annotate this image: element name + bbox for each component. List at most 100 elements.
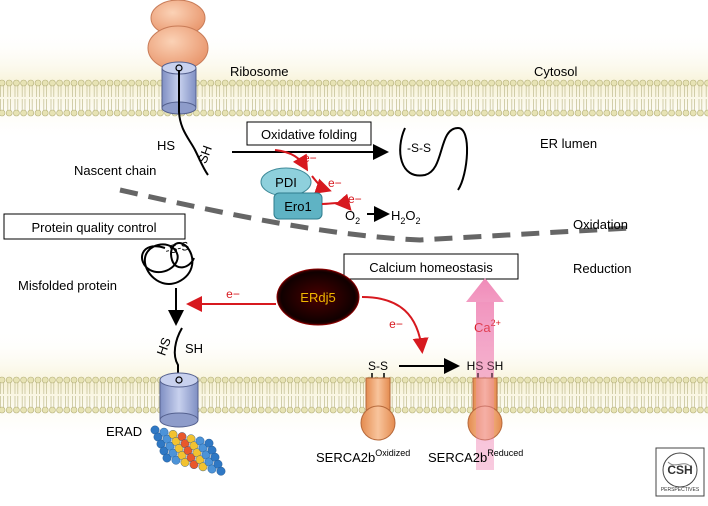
reduction-label: Reduction (573, 261, 632, 276)
lipid-head (466, 79, 474, 87)
lipid-head (668, 376, 675, 384)
lipid-head (85, 109, 92, 117)
erdj5-label: ERdj5 (300, 290, 335, 305)
protein-quality-control-label: Protein quality control (31, 220, 156, 235)
lipid-head (121, 376, 128, 384)
lipid-head (553, 406, 560, 414)
lipid-head (272, 79, 279, 87)
lipid-head (344, 109, 351, 117)
lipid-head (250, 79, 258, 87)
proteasome-subunit (198, 462, 208, 472)
lipid-head (70, 79, 78, 87)
lipid-head (394, 109, 402, 117)
lipid-head (13, 376, 20, 384)
serca-oxidized-label: SERCA2bOxidized (316, 448, 410, 465)
csh-perspectives-logo: CSH PERSPECTIVES (655, 447, 705, 497)
lipid-head (589, 109, 596, 117)
h2o2-label: H2O2 (391, 208, 421, 226)
lipid-head (34, 109, 42, 117)
lipid-head (394, 406, 402, 414)
lipid-head (128, 376, 135, 384)
lipid-head (200, 406, 207, 414)
lipid-head (617, 376, 625, 384)
misfolded-protein-label: Misfolded protein (18, 278, 117, 293)
lipid-head (639, 376, 647, 384)
lipid-head (430, 376, 438, 384)
proteasome-subunit (171, 455, 181, 465)
lipid-head (49, 109, 56, 117)
lipid-head (250, 376, 258, 384)
proteasome-subunit (189, 460, 199, 469)
lipid-head (531, 406, 539, 414)
lipid-head (553, 79, 560, 87)
lipid-head (358, 109, 366, 117)
lipid-head (358, 376, 366, 384)
lipid-head (279, 79, 287, 87)
lipid-head (265, 376, 272, 384)
lipid-head (625, 406, 632, 414)
lipid-head (49, 79, 56, 87)
lipid-head (20, 376, 27, 384)
lipid-head (689, 79, 697, 87)
lipid-head (250, 406, 258, 414)
oxidative-folding-box (246, 121, 372, 146)
lipid-head (5, 376, 13, 384)
lipid-head (157, 109, 164, 117)
lipid-head (517, 79, 524, 87)
lipid-head (301, 376, 308, 384)
lipid-head (603, 406, 611, 414)
lipid-head (409, 109, 416, 117)
lipid-head (394, 376, 402, 384)
lipid-head (121, 406, 128, 414)
lipid-head (92, 109, 99, 117)
lipid-head (20, 79, 27, 87)
lipid-head (279, 376, 287, 384)
lipid-head (661, 406, 668, 414)
lipid-head (682, 109, 690, 117)
lipid-head (646, 376, 654, 384)
lipid-head (502, 79, 510, 87)
lipid-head (625, 376, 632, 384)
lipid-head (20, 109, 27, 117)
lipid-head (387, 79, 395, 87)
lipid-head (149, 79, 157, 87)
lipid-head (517, 406, 524, 414)
lipid-head (697, 376, 704, 384)
lipid-head (121, 79, 128, 87)
lipid-head (394, 79, 402, 87)
lipid-head (531, 376, 539, 384)
lipid-head (99, 109, 107, 117)
lipid-head (142, 376, 150, 384)
calcium-efflux-arrow (466, 278, 504, 470)
lipid-head (149, 406, 157, 414)
lipid-head (128, 406, 135, 414)
lipid-head (445, 406, 452, 414)
lipid-head (409, 376, 416, 384)
lipid-head (272, 109, 279, 117)
lipid-head (603, 79, 611, 87)
lipid-head (329, 109, 337, 117)
lipid-head (322, 79, 330, 87)
misfolded-protein-knot (141, 241, 195, 285)
lipid-head (697, 109, 704, 117)
lipid-head (589, 406, 596, 414)
lipid-head (632, 406, 639, 414)
lipid-head (524, 79, 531, 87)
lipid-head (221, 376, 229, 384)
lipid-head (221, 79, 229, 87)
lipid-head (0, 79, 6, 87)
lipid-head (41, 406, 49, 414)
lipid-head (77, 79, 85, 87)
lipid-head (265, 109, 272, 117)
lipid-head (322, 376, 330, 384)
lipid-head (502, 109, 510, 117)
lipid-head (545, 406, 553, 414)
oxidation-reduction-divider (119, 187, 631, 243)
lipid-head (207, 109, 215, 117)
lipid-head (495, 109, 503, 117)
lipid-head (481, 79, 488, 87)
lipid-head (221, 109, 229, 117)
lipid-head (92, 79, 99, 87)
lipid-head (524, 109, 531, 117)
